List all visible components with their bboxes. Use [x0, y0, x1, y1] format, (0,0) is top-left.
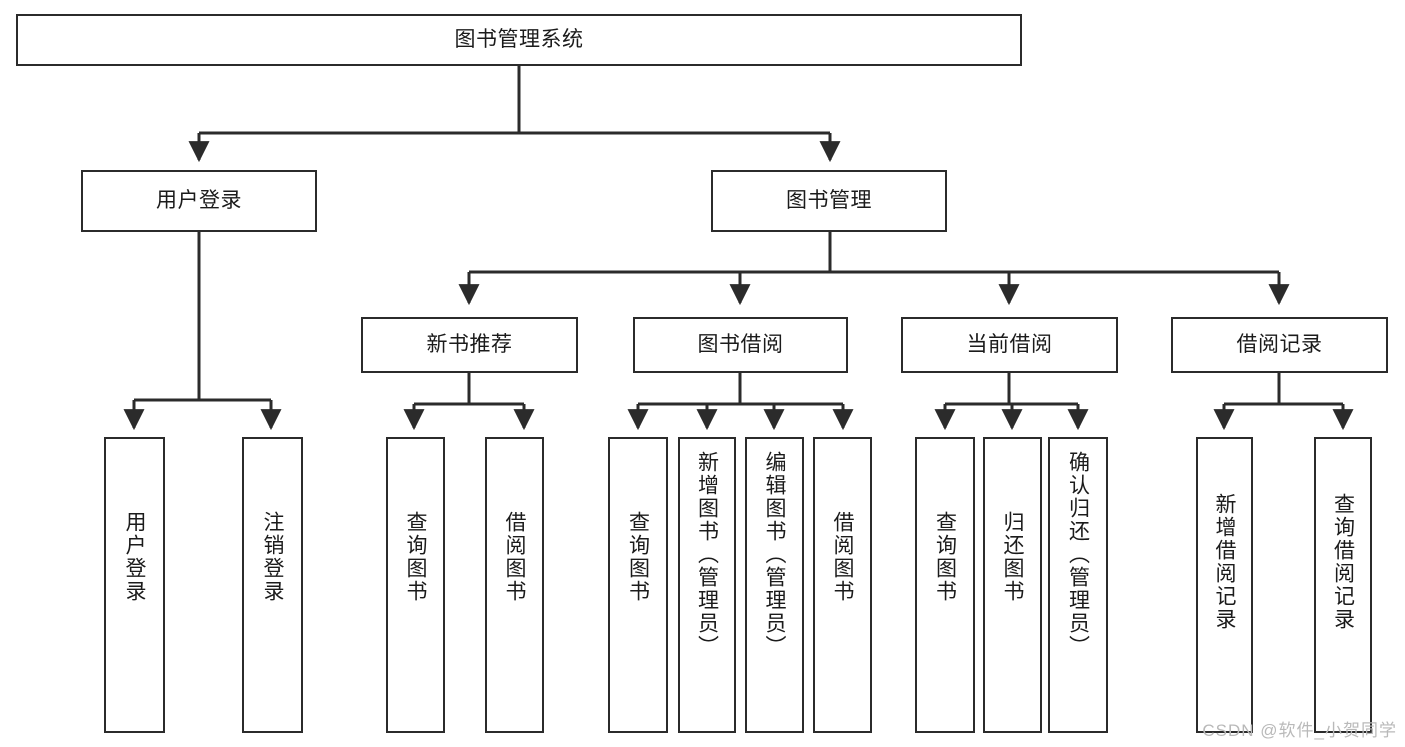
node-new-book-recommend-label: 新书推荐 [426, 332, 513, 356]
leaf-current-borrow-1-label: 查询图书 [933, 511, 957, 603]
leaf-new-book-1-label: 查询图书 [404, 511, 427, 603]
leaf-current-borrow-3[interactable]: 确认归还（管理员） [1048, 437, 1108, 733]
leaf-book-borrow-1-label: 查询图书 [626, 511, 650, 603]
leaf-new-book-1[interactable]: 查询图书 [386, 437, 445, 733]
leaf-book-borrow-1[interactable]: 查询图书 [608, 437, 668, 733]
node-borrow-record-label: 借阅记录 [1236, 332, 1323, 356]
node-current-borrow-label: 当前借阅 [966, 332, 1053, 356]
leaf-current-borrow-1[interactable]: 查询图书 [915, 437, 975, 733]
leaf-user-login-2[interactable]: 注销登录 [242, 437, 303, 733]
leaf-borrow-record-2[interactable]: 查询借阅记录 [1314, 437, 1372, 733]
node-user-login[interactable]: 用户登录 [81, 170, 317, 232]
leaf-user-login-1[interactable]: 用户登录 [104, 437, 165, 733]
leaf-current-borrow-3-label: 确认归还（管理员） [1066, 451, 1090, 658]
node-current-borrow[interactable]: 当前借阅 [901, 317, 1118, 373]
leaf-book-borrow-4-label: 借阅图书 [831, 511, 854, 603]
leaf-book-borrow-3[interactable]: 编辑图书（管理员） [745, 437, 804, 733]
leaf-book-borrow-2[interactable]: 新增图书（管理员） [678, 437, 736, 733]
node-borrow-record[interactable]: 借阅记录 [1171, 317, 1388, 373]
leaf-user-login-2-label: 注销登录 [261, 511, 284, 603]
leaf-current-borrow-2[interactable]: 归还图书 [983, 437, 1042, 733]
node-root-label: 图书管理系统 [454, 27, 584, 51]
leaf-current-borrow-2-label: 归还图书 [1001, 511, 1024, 603]
node-book-borrow-label: 图书借阅 [697, 332, 784, 356]
node-book-management-label: 图书管理 [786, 188, 872, 212]
watermark-text: CSDN @软件_小贺同学 [1202, 721, 1397, 740]
node-book-borrow[interactable]: 图书借阅 [633, 317, 848, 373]
leaf-book-borrow-3-label: 编辑图书（管理员） [763, 451, 786, 658]
leaf-borrow-record-2-label: 查询借阅记录 [1331, 493, 1355, 631]
leaf-new-book-2-label: 借阅图书 [503, 511, 526, 603]
node-new-book-recommend[interactable]: 新书推荐 [361, 317, 578, 373]
leaf-book-borrow-2-label: 新增图书（管理员） [695, 451, 719, 658]
node-user-login-label: 用户登录 [156, 188, 242, 212]
leaf-borrow-record-1-label: 新增借阅记录 [1213, 493, 1236, 631]
leaf-borrow-record-1[interactable]: 新增借阅记录 [1196, 437, 1253, 733]
leaf-user-login-1-label: 用户登录 [123, 511, 146, 603]
node-book-management[interactable]: 图书管理 [711, 170, 947, 232]
leaf-book-borrow-4[interactable]: 借阅图书 [813, 437, 872, 733]
leaf-new-book-2[interactable]: 借阅图书 [485, 437, 544, 733]
node-root[interactable]: 图书管理系统 [16, 14, 1022, 66]
